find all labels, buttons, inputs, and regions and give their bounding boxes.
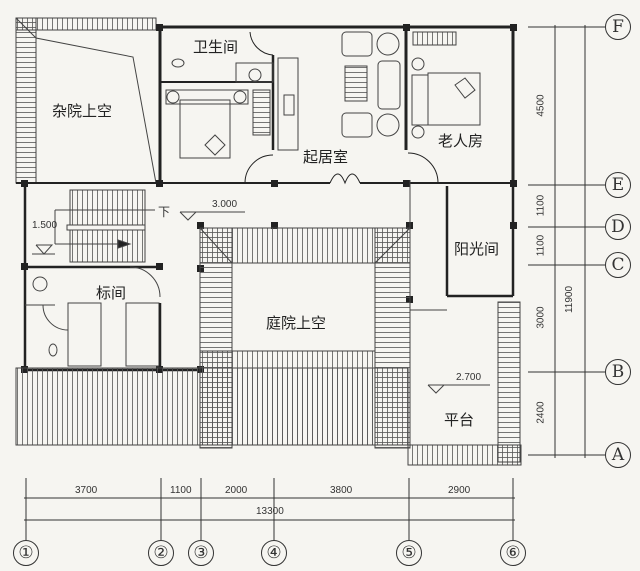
room-label-bathroom: 卫生间: [193, 38, 239, 56]
sundry-yard-void: [15, 17, 160, 184]
dim-F-E: 4500: [535, 94, 547, 117]
elevation-1500: 1.500: [32, 220, 58, 231]
bedroom-furniture: [165, 57, 299, 159]
dim-D-C: 1100: [535, 234, 547, 257]
axis-row-D: D: [605, 214, 631, 240]
dim-total-horizontal: 13300: [256, 506, 284, 517]
dim-5-6: 2900: [448, 485, 471, 496]
room-label-terrace: 平台: [444, 411, 475, 429]
dim-1-2: 3700: [75, 485, 98, 496]
dim-3-4: 2000: [225, 485, 248, 496]
bottom-roof: [15, 350, 522, 466]
stair: [23, 186, 245, 370]
dim-4-5: 3800: [330, 485, 353, 496]
axis-col-5: ⑤: [396, 540, 422, 566]
dim-C-B: 3000: [535, 306, 547, 329]
dim-E-D: 1100: [535, 194, 547, 217]
elevation-3000: 3.000: [212, 199, 238, 210]
axis-row-E: E: [605, 172, 631, 198]
axis-row-B: B: [605, 359, 631, 385]
bathroom-fixtures: [171, 58, 274, 83]
sunroom-terrace: [409, 180, 521, 463]
room-label-living-room: 起居室: [303, 148, 349, 166]
dim-B-A: 2400: [535, 401, 547, 424]
room-label-standard-room: 标间: [96, 284, 127, 302]
axis-row-C: C: [605, 252, 631, 278]
axis-row-A: A: [605, 442, 631, 468]
dim-total-vertical: 11900: [564, 285, 576, 314]
axis-col-3: ③: [188, 540, 214, 566]
room-label-courtyard-void: 庭院上空: [266, 314, 327, 332]
room-label-elder-room: 老人房: [438, 132, 484, 150]
dim-2-3: 1100: [170, 485, 192, 496]
axis-col-4: ④: [261, 540, 287, 566]
axis-row-F: F: [605, 14, 631, 40]
elevation-2700: 2.700: [456, 372, 482, 383]
axis-col-6: ⑥: [500, 540, 526, 566]
horizontal-dimension-lines: [24, 478, 515, 540]
vertical-dimension-lines: [528, 25, 605, 458]
room-label-sundry-yard-void: 杂院上空: [52, 102, 113, 120]
axis-col-2: ②: [148, 540, 174, 566]
stair-down-label: 下: [158, 205, 171, 219]
axis-col-1: ①: [13, 540, 39, 566]
living-furniture: [341, 31, 401, 138]
elder-room-furniture: [411, 31, 481, 139]
room-label-sunroom: 阳光间: [454, 240, 500, 258]
